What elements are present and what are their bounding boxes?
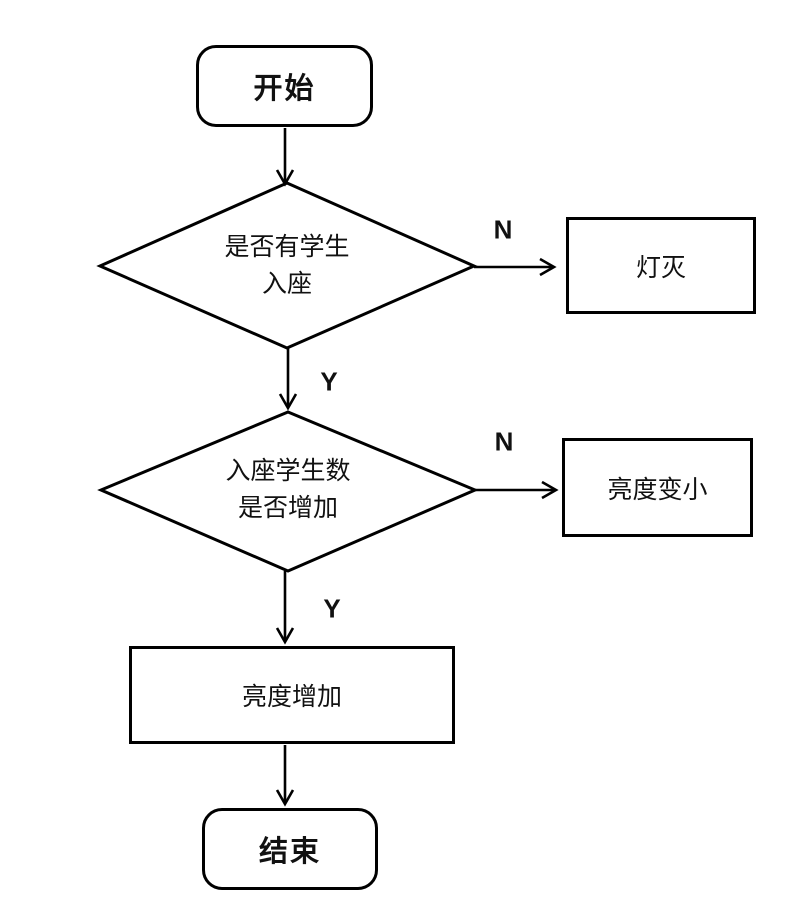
brightness-increase-label: 亮度增加: [241, 684, 342, 711]
light-off-label: 灯灭: [635, 254, 686, 282]
brightness-increase-node: 亮度增加: [129, 646, 455, 744]
decision2-no-label: N: [494, 426, 514, 457]
decision2-yes-label: Y: [323, 593, 341, 624]
decision1-yes-label: Y: [320, 366, 338, 397]
brightness-decrease-node: 亮度变小: [562, 438, 753, 537]
decision-diamond-count-increase: [97, 410, 479, 573]
decision-student-seated-label: 是否有学生 入座: [147, 228, 427, 304]
light-off-node: 灯灭: [566, 217, 756, 314]
decision-count-increase-line1: 入座学生数: [225, 458, 351, 485]
decision-student-seated-line1: 是否有学生: [224, 234, 350, 261]
end-node-label: 结束: [258, 836, 321, 868]
end-node: 结束: [202, 808, 378, 890]
start-node: 开始: [196, 45, 373, 127]
brightness-decrease-label: 亮度变小: [607, 476, 708, 504]
decision1-no-label: N: [493, 214, 513, 245]
decision-student-seated-line2: 入座: [261, 271, 312, 298]
start-node-label: 开始: [253, 73, 316, 105]
decision-count-increase-line2: 是否增加: [237, 495, 338, 522]
decision-count-increase-label: 入座学生数 是否增加: [148, 452, 428, 528]
